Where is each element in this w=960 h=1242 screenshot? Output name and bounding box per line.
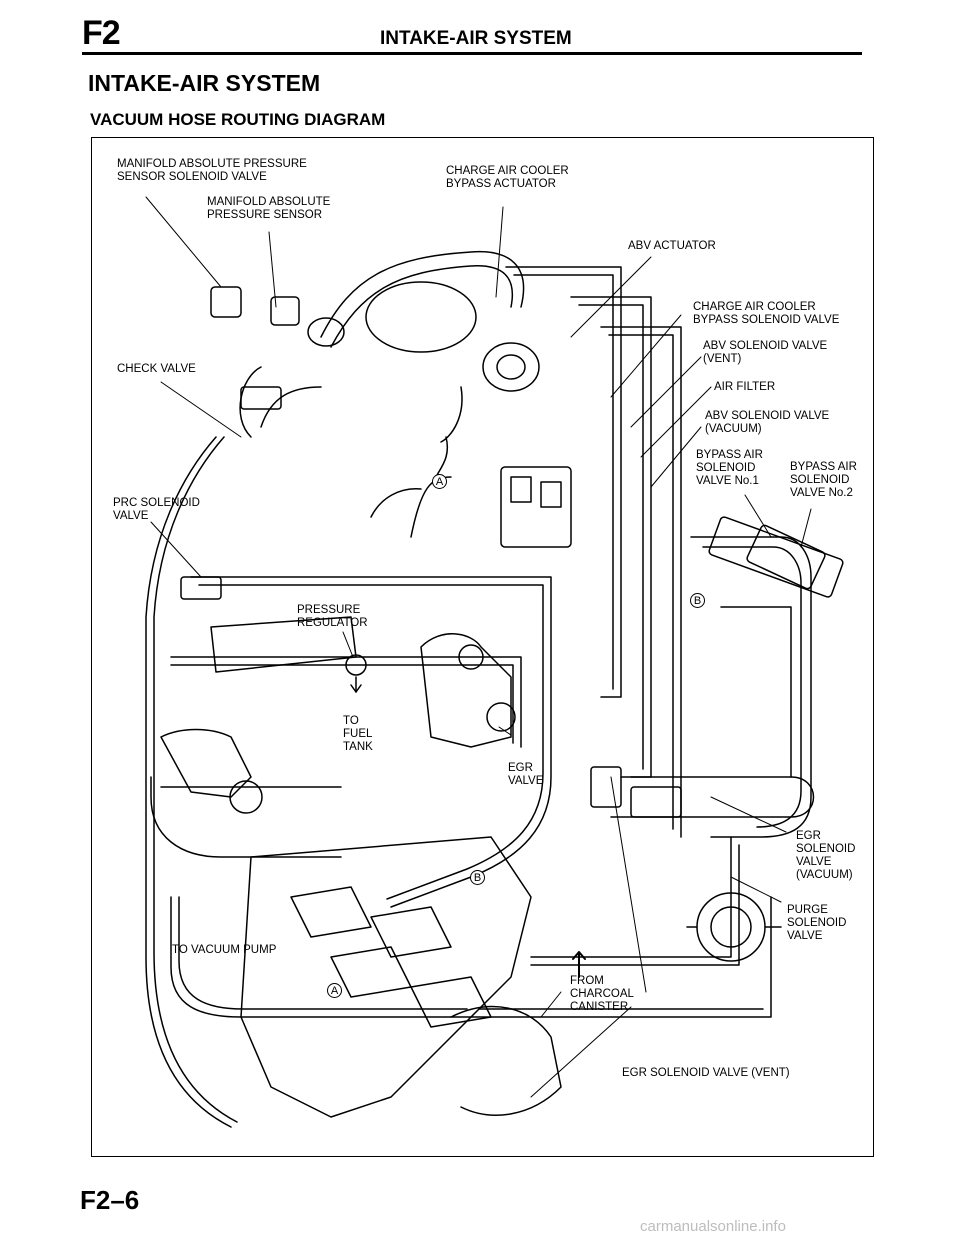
label-map-solenoid: MANIFOLD ABSOLUTE PRESSURE SENSOR SOLENO… <box>117 158 307 183</box>
label-abv-vacuum: ABV SOLENOID VALVE (VACUUM) <box>705 410 830 435</box>
label-fuel-tank: TO FUEL TANK <box>343 715 373 753</box>
page-code: F2 <box>82 14 121 52</box>
label-egr-vent: EGR SOLENOID VALVE (VENT) <box>622 1067 790 1079</box>
marker-b-right: B <box>690 593 705 608</box>
label-abv-actuator: ABV ACTUATOR <box>628 240 716 252</box>
label-cac-solenoid: CHARGE AIR COOLER BYPASS SOLENOID VALVE <box>693 301 840 326</box>
diagram-frame <box>91 137 874 1157</box>
label-map-sensor: MANIFOLD ABSOLUTE PRESSURE SENSOR <box>207 196 331 221</box>
label-egr-valve: EGR VALVE <box>508 762 544 787</box>
label-bypass-1: BYPASS AIR SOLENOID VALVE No.1 <box>696 449 763 487</box>
label-check-valve: CHECK VALVE <box>117 363 196 375</box>
page-number: F2–6 <box>80 1185 140 1215</box>
label-vacuum-pump: TO VACUUM PUMP <box>172 944 277 956</box>
header-rule <box>82 52 862 55</box>
watermark: carmanualsonline.info <box>640 1218 786 1235</box>
diagram-subtitle: VACUUM HOSE ROUTING DIAGRAM <box>90 110 386 129</box>
label-abv-vent: ABV SOLENOID VALVE (VENT) <box>703 340 828 365</box>
section-title: INTAKE-AIR SYSTEM <box>88 70 321 96</box>
label-charcoal: FROM CHARCOAL CANISTER <box>570 975 634 1013</box>
marker-b-lower: B <box>470 870 485 885</box>
label-bypass-2: BYPASS AIR SOLENOID VALVE No.2 <box>790 461 857 499</box>
header-title: INTAKE-AIR SYSTEM <box>380 28 572 49</box>
label-air-filter: AIR FILTER <box>714 381 776 393</box>
marker-a-upper: A <box>432 474 447 489</box>
marker-a-lower: A <box>327 983 342 998</box>
label-prc: PRC SOLENOID VALVE <box>113 497 200 522</box>
vacuum-hose-diagram <box>145 196 844 1128</box>
label-pressure-regulator: PRESSURE REGULATOR <box>297 604 368 629</box>
label-cac-actuator: CHARGE AIR COOLER BYPASS ACTUATOR <box>446 165 569 190</box>
label-egr-vacuum: EGR SOLENOID VALVE (VACUUM) <box>796 830 856 881</box>
label-purge: PURGE SOLENOID VALVE <box>787 904 847 942</box>
